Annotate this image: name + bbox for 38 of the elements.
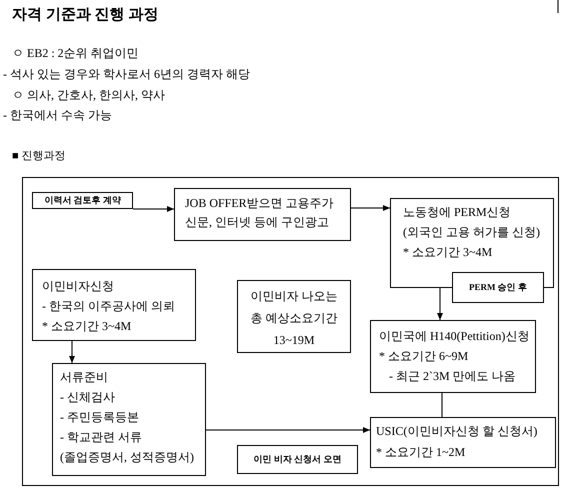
list-text: ㅇ 의사, 간호사, 한의사, 약사 (12, 88, 165, 102)
list-text: - 석사 있는 경우와 학사로서 6년의 경력자 해당 (3, 67, 250, 81)
arrow (437, 288, 443, 320)
box-text: * 소요기간 1~2M (376, 444, 466, 461)
box-text: * 소요기간 3~4M (403, 244, 492, 261)
box-text: 이민국에 H140(Pettition)신청 (379, 328, 530, 345)
condition-box: PERM 승인 후 (452, 272, 544, 303)
box-text: - 주민등록등본 (60, 409, 139, 426)
box-text: 13~19M (272, 332, 316, 349)
process-box (32, 269, 196, 341)
box-text: (외국인 고용 허가를 신청) (403, 224, 540, 241)
summary-box (237, 280, 351, 353)
box-text: - 학교관련 서류 (60, 429, 142, 446)
box-text: * 소요기간 3~4M (42, 318, 132, 335)
box-text: * 소요기간 6~9M (379, 348, 468, 365)
process-box: JOB OFFER받으면 고용주가 신문, 인터넷 등에 구인광고 (174, 188, 351, 241)
arrow (350, 205, 390, 211)
process-box: 이력서 검토후 계약 (32, 192, 133, 209)
section-heading: ■ 진행과정 (12, 149, 66, 163)
box-text: 이민비자신청 (42, 278, 114, 295)
box-text: (졸업증명서, 성적증명서) (60, 449, 194, 466)
title: 자격 기준과 진행 과정 (12, 7, 158, 24)
arrow (206, 427, 370, 433)
condition-box: 이민 비자 신청서 오면 (237, 445, 358, 474)
box-text: - 한국의 이주공사에 의뢰 (42, 298, 175, 315)
box-text: - 최근 2`3M 만에도 나옴 (389, 368, 516, 385)
box-text: 이민비자 나오는 총 예상소요기간 (250, 288, 338, 327)
arrow (69, 340, 75, 364)
box-text: - 신체검사 (60, 389, 115, 406)
process-box (370, 320, 536, 393)
arrow (132, 206, 174, 212)
box-text: 노동청에 PERM신청 (403, 204, 511, 221)
box-text: 서류준비 (60, 369, 108, 386)
process-box (52, 363, 206, 476)
process-box (370, 417, 556, 468)
list-text: - 한국에서 수속 가능 (3, 108, 112, 122)
list-text: ㅇ EB2 : 2순위 취업이민 (12, 46, 139, 60)
box-text: USIC(이민비자신청 할 신청서) (376, 423, 538, 440)
